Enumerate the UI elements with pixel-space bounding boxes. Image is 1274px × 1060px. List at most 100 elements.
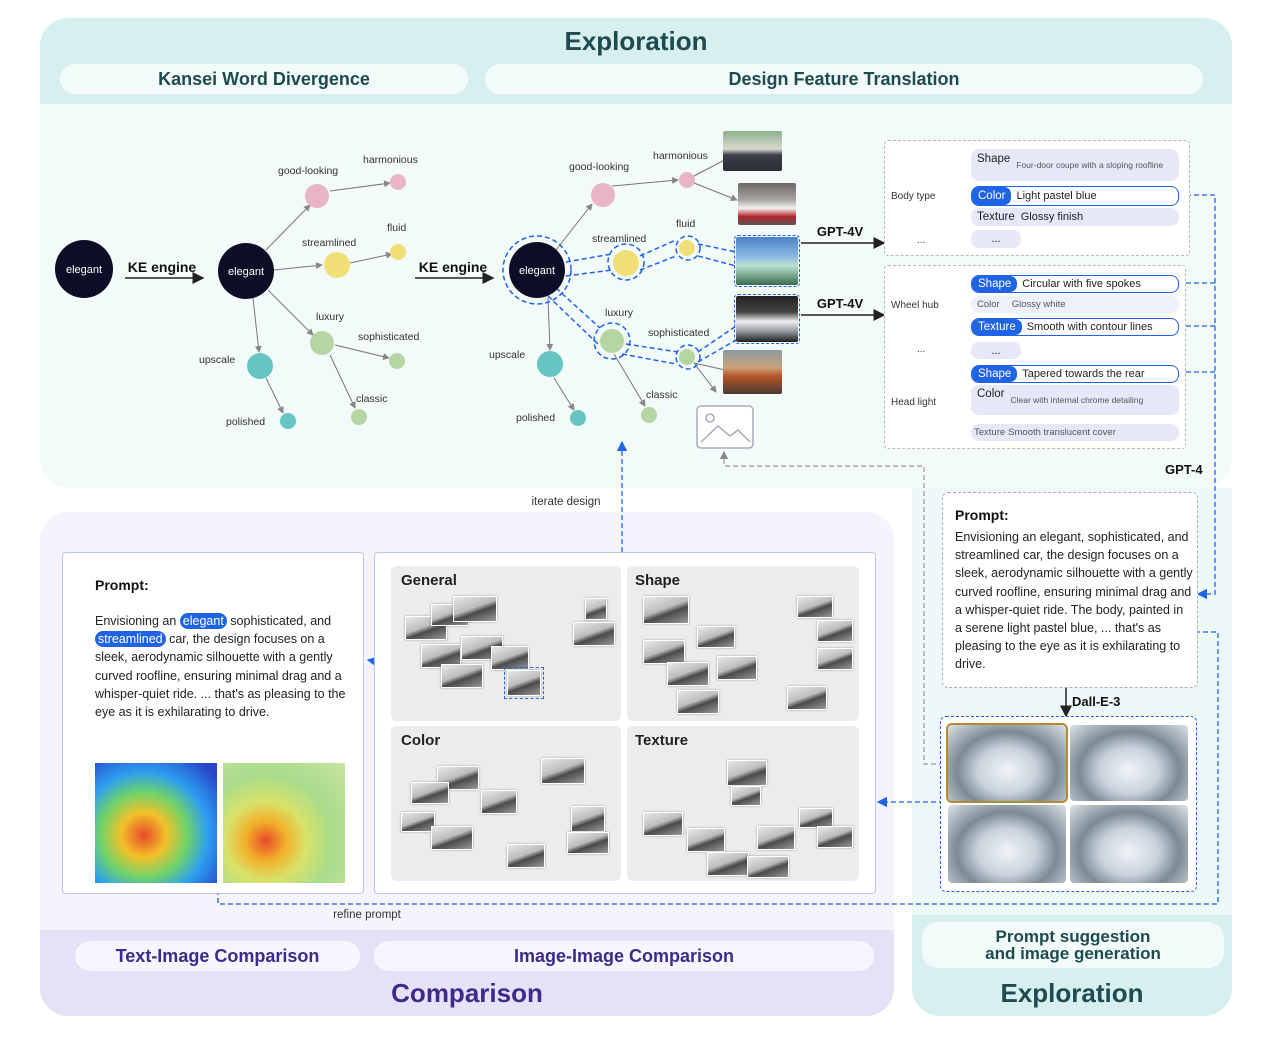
head-value-texture: Smooth translucent cover: [1008, 427, 1116, 438]
wheel-attr-color: Color: [977, 299, 1000, 310]
word-good-looking: good-looking: [278, 165, 338, 177]
car-photo-4: [734, 294, 800, 344]
prompt-suggestion-label: Prompt suggestion and image generation: [922, 922, 1224, 968]
wheel-hub-label: Wheel hub: [891, 300, 939, 311]
ke-engine-label-1: KE engine: [128, 259, 197, 275]
wheel-value-shape: Circular with five spokes: [1022, 278, 1141, 290]
gpt4-label: GPT-4: [1165, 462, 1203, 477]
car-photo-1: [723, 131, 782, 171]
center-node-1: [218, 243, 274, 299]
image-image-comparison-label: Image-Image Comparison: [374, 941, 874, 971]
attr-color: Color: [972, 187, 1012, 205]
word-classic-2: classic: [646, 389, 678, 401]
word-fluid: fluid: [387, 222, 406, 234]
wheel-color-row: Color Glossy white: [971, 296, 1179, 313]
word-sophisticated: sophisticated: [358, 331, 419, 343]
body-shape-row: Shape Four-door coupe with a sloping roo…: [971, 149, 1179, 181]
word-polished: polished: [226, 416, 265, 428]
word-good-looking-2: good-looking: [569, 161, 629, 173]
text-image-comparison-label: Text-Image Comparison: [75, 941, 360, 971]
image-image-card: General Shape Color Textu: [374, 552, 876, 894]
word-sophisticated-2: sophisticated: [648, 327, 709, 339]
exploration-bottom-title: Exploration: [1000, 978, 1144, 1008]
wheel-attr-shape: Shape: [972, 276, 1018, 292]
body-color-row[interactable]: Color Light pastel blue: [971, 186, 1179, 206]
body-texture-row: Texture Glossy finish: [971, 208, 1179, 226]
word-luxury: luxury: [316, 311, 345, 323]
category-color[interactable]: Color: [391, 726, 621, 881]
word-polished-2: polished: [516, 412, 555, 424]
word-harmonious-2: harmonious: [653, 150, 708, 162]
gpt4v-label-1: GPT-4V: [817, 224, 864, 239]
wheel-shape-row[interactable]: Shape Circular with five spokes: [971, 275, 1179, 293]
body-type-table: Body type ... Shape Four-door coupe with…: [884, 140, 1190, 256]
head-attr-shape: Shape: [972, 366, 1018, 382]
car-photo-2: [738, 183, 796, 225]
left-prompt-body: Envisioning an elegant sophisticated, an…: [95, 613, 346, 720]
generated-image-4[interactable]: [1070, 805, 1188, 883]
wheel-headlight-table: Wheel hub Shape Circular with five spoke…: [884, 265, 1186, 449]
car-photo-3: [734, 235, 800, 287]
attr-texture: Texture: [977, 211, 1015, 223]
word-streamlined: streamlined: [302, 237, 356, 249]
suggested-prompt-card: Prompt: Envisioning an elegant, sophisti…: [942, 492, 1198, 688]
head-attr-texture: Texture: [974, 427, 1006, 438]
word-classic: classic: [356, 393, 388, 405]
heatmap-elegant: [95, 763, 217, 883]
body-ellipsis: ...: [917, 235, 926, 246]
highlight-elegant[interactable]: elegant: [179, 613, 227, 629]
word-upscale-2: upscale: [489, 349, 525, 361]
design-feature-translation-label: Design Feature Translation: [485, 64, 1203, 94]
attr-shape: Shape: [977, 153, 1011, 165]
generated-image-2[interactable]: [1070, 725, 1188, 801]
dalle-label: Dall-E-3: [1072, 694, 1120, 709]
image-placeholder-icon: [696, 405, 754, 449]
suggested-prompt-body: Envisioning an elegant, sophisticated, a…: [955, 530, 1193, 672]
word-luxury-2: luxury: [605, 307, 634, 319]
ke-engine-label-2: KE engine: [419, 259, 488, 275]
head-shape-row[interactable]: Shape Tapered towards the rear: [971, 365, 1179, 383]
value-color: Light pastel blue: [1016, 190, 1097, 202]
refine-prompt-label: refine prompt: [333, 909, 402, 921]
value-texture: Glossy finish: [1020, 211, 1084, 223]
body-type-label: Body type: [891, 191, 936, 202]
wheel-more-row: ...: [971, 342, 1021, 359]
exploration-title: Exploration: [564, 26, 708, 56]
head-value-shape: Tapered towards the rear: [1022, 368, 1145, 380]
center-node-1-label: elegant: [228, 266, 264, 278]
generated-images-group: [940, 716, 1197, 892]
word-harmonious: harmonious: [363, 154, 418, 166]
generated-image-3[interactable]: [948, 805, 1066, 883]
wheel-value-texture: Smooth with contour lines: [1026, 321, 1153, 333]
car-photo-5: [723, 350, 782, 394]
wheel-value-color: Glossy white: [1011, 299, 1066, 310]
left-prompt-title: Prompt:: [95, 577, 149, 593]
highlight-streamlined[interactable]: streamlined: [95, 631, 166, 648]
generated-image-1[interactable]: [946, 723, 1068, 803]
wheel-attr-texture: Texture: [972, 319, 1022, 335]
start-node: [55, 240, 113, 298]
wheel-texture-row[interactable]: Texture Smooth with contour lines: [971, 318, 1179, 336]
category-general[interactable]: General: [391, 566, 621, 721]
head-value-color: Clear with internal chrome detailing: [1010, 395, 1144, 405]
category-texture[interactable]: Texture: [627, 726, 859, 881]
head-light-label: Head light: [891, 397, 937, 408]
gpt4v-label-2: GPT-4V: [817, 296, 864, 311]
head-attr-color: Color: [977, 388, 1005, 400]
iterate-design-label: iterate design: [531, 496, 600, 508]
category-shape[interactable]: Shape: [627, 566, 859, 721]
word-streamlined-2: streamlined: [592, 233, 646, 245]
center-node-2: [509, 242, 565, 298]
kansei-divergence-label: Kansei Word Divergence: [60, 64, 468, 94]
word-upscale: upscale: [199, 354, 235, 366]
suggested-prompt-title: Prompt:: [955, 507, 1009, 523]
value-shape: Four-door coupe with a sloping roofline: [1016, 160, 1164, 170]
word-fluid-2: fluid: [676, 218, 695, 230]
start-node-label: elegant: [66, 264, 102, 276]
head-color-row: Color Clear with internal chrome detaili…: [971, 385, 1179, 415]
body-more-row: ...: [971, 230, 1021, 248]
center-node-2-label: elegant: [519, 265, 555, 277]
wheel-ellipsis: ...: [917, 344, 926, 355]
heatmap-streamlined: [223, 763, 345, 883]
